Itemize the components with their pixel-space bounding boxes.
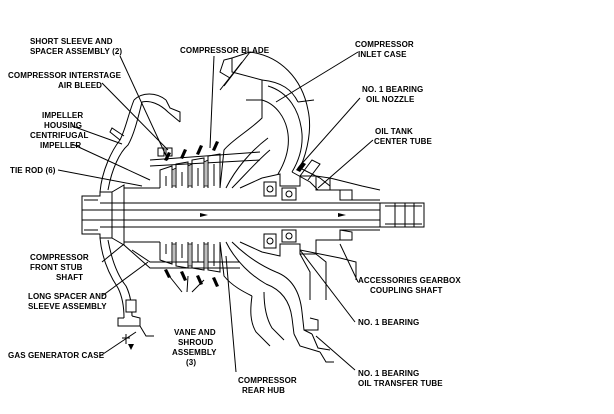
label-short-sleeve-line2: SPACER ASSEMBLY (2)	[30, 47, 122, 56]
label-compressor-inlet-case-line1: COMPRESSOR	[355, 40, 414, 49]
label-rear-hub-line2: REAR HUB	[242, 386, 285, 395]
front-stub-shaft	[81, 184, 160, 246]
leader-lines	[57, 51, 374, 373]
lower-inlet-case-shape	[239, 229, 380, 353]
label-vane-line3: ASSEMBLY	[172, 348, 217, 357]
main-shaft	[82, 202, 425, 228]
label-impeller-housing-line2: HOUSING	[44, 121, 82, 130]
callout-labels: SHORT SLEEVE AND SPACER ASSEMBLY (2) COM…	[8, 37, 461, 395]
label-impeller-housing-line1: IMPELLER	[42, 111, 83, 120]
label-bearing-oil-nozzle-line1: NO. 1 BEARING	[362, 85, 423, 94]
label-long-spacer-line2: SLEEVE ASSEMBLY	[28, 302, 107, 311]
label-centrifugal-impeller-line1: CENTRIFUGAL	[30, 131, 88, 140]
compressor-rotor-upper	[159, 100, 271, 189]
compressor-rotor-lower	[159, 241, 277, 297]
label-compressor-blade: COMPRESSOR BLADE	[180, 46, 270, 55]
label-short-sleeve-line1: SHORT SLEEVE AND	[30, 37, 113, 46]
upper-housing	[99, 93, 261, 193]
label-compressor-inlet-case-line2: INLET CASE	[358, 50, 407, 59]
bearing-housing-upper	[239, 159, 381, 201]
label-vane-line2: SHROUD	[178, 338, 213, 347]
label-vane-line4: (3)	[186, 358, 196, 367]
label-transfer-tube-line1: NO. 1 BEARING	[358, 369, 419, 378]
compressor-inlet-case-shape	[219, 51, 331, 191]
label-no1-bearing: NO. 1 BEARING	[358, 318, 419, 327]
label-transfer-tube-line2: OIL TRANSFER TUBE	[358, 379, 443, 388]
label-accessories-line2: COUPLING SHAFT	[370, 286, 443, 295]
label-gas-generator-case: GAS GENERATOR CASE	[8, 351, 105, 360]
label-oil-tank-line1: OIL TANK	[375, 127, 413, 136]
label-front-stub-line3: SHAFT	[56, 273, 83, 282]
label-bearing-oil-nozzle-line2: OIL NOZZLE	[366, 95, 415, 104]
label-oil-tank-line2: CENTER TUBE	[374, 137, 433, 146]
label-rear-hub-line1: COMPRESSOR	[238, 376, 297, 385]
engine-cross-section	[81, 51, 425, 363]
lower-housing	[99, 237, 240, 327]
label-tie-rod: TIE ROD (6)	[10, 166, 56, 175]
label-front-stub-line1: COMPRESSOR	[30, 253, 89, 262]
label-accessories-line1: ACCESSORIES GEARBOX	[358, 276, 461, 285]
label-centrifugal-impeller-line2: IMPELLER	[40, 141, 81, 150]
label-interstage-bleed-line2: AIR BLEED	[58, 81, 102, 90]
gas-generator-case-fragments	[122, 325, 334, 363]
label-interstage-bleed-line1: COMPRESSOR INTERSTAGE	[8, 71, 122, 80]
label-vane-line1: VANE AND	[174, 328, 216, 337]
label-front-stub-line2: FRONT STUB	[30, 263, 83, 272]
label-long-spacer-line1: LONG SPACER AND	[28, 292, 107, 301]
